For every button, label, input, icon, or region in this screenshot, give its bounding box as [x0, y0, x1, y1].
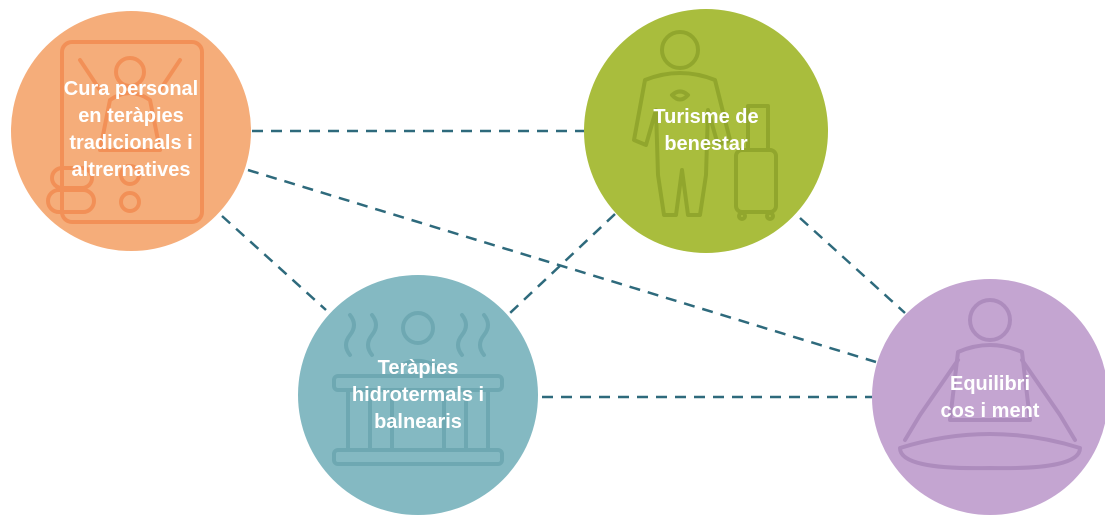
- connector-turisme-hidro: [509, 213, 616, 314]
- node-turisme-label-line-2: benestar: [664, 133, 748, 155]
- connector-turisme-equilibri: [799, 217, 906, 314]
- node-equilibri-label: Equilibri cos i ment: [910, 371, 1070, 425]
- node-hidro-label-line-3: balnearis: [374, 411, 462, 433]
- node-turisme-label-line-1: Turisme de: [653, 106, 759, 128]
- node-cura-label-line-4: altrernatives: [71, 159, 191, 181]
- node-hidro-label-line-1: Teràpies: [377, 357, 459, 379]
- node-equilibri-label-line-2: cos i ment: [940, 400, 1040, 422]
- connector-cura-hidro: [221, 215, 327, 311]
- node-turisme: [584, 9, 828, 253]
- connector-cura-equilibri: [247, 168, 877, 364]
- node-cura-label: Cura personal en teràpies tradicionals i…: [36, 76, 226, 184]
- node-equilibri-circle: [872, 279, 1105, 515]
- traveler-with-suitcase-icon: [632, 30, 778, 221]
- connectors: [221, 129, 906, 399]
- node-hidro-circle: [298, 275, 538, 515]
- node-turisme-label: Turisme de benestar: [616, 104, 796, 158]
- meditation-icon: [898, 298, 1082, 471]
- node-cura-label-line-2: en teràpies: [78, 105, 184, 127]
- sauna-bath-icon: [332, 311, 504, 466]
- node-cura-label-line-3: tradicionals i: [69, 132, 193, 154]
- node-equilibri-label-line-1: Equilibri: [950, 373, 1030, 395]
- node-cura: [11, 11, 251, 251]
- node-hidro-label: Teràpies hidrotermals i balnearis: [318, 355, 518, 436]
- node-cura-label-line-1: Cura personal: [63, 78, 199, 100]
- node-hidro-label-line-2: hidrotermals i: [351, 384, 485, 406]
- node-equilibri: [872, 279, 1105, 515]
- massage-therapy-icon: [46, 40, 204, 224]
- node-hidro: [298, 275, 538, 515]
